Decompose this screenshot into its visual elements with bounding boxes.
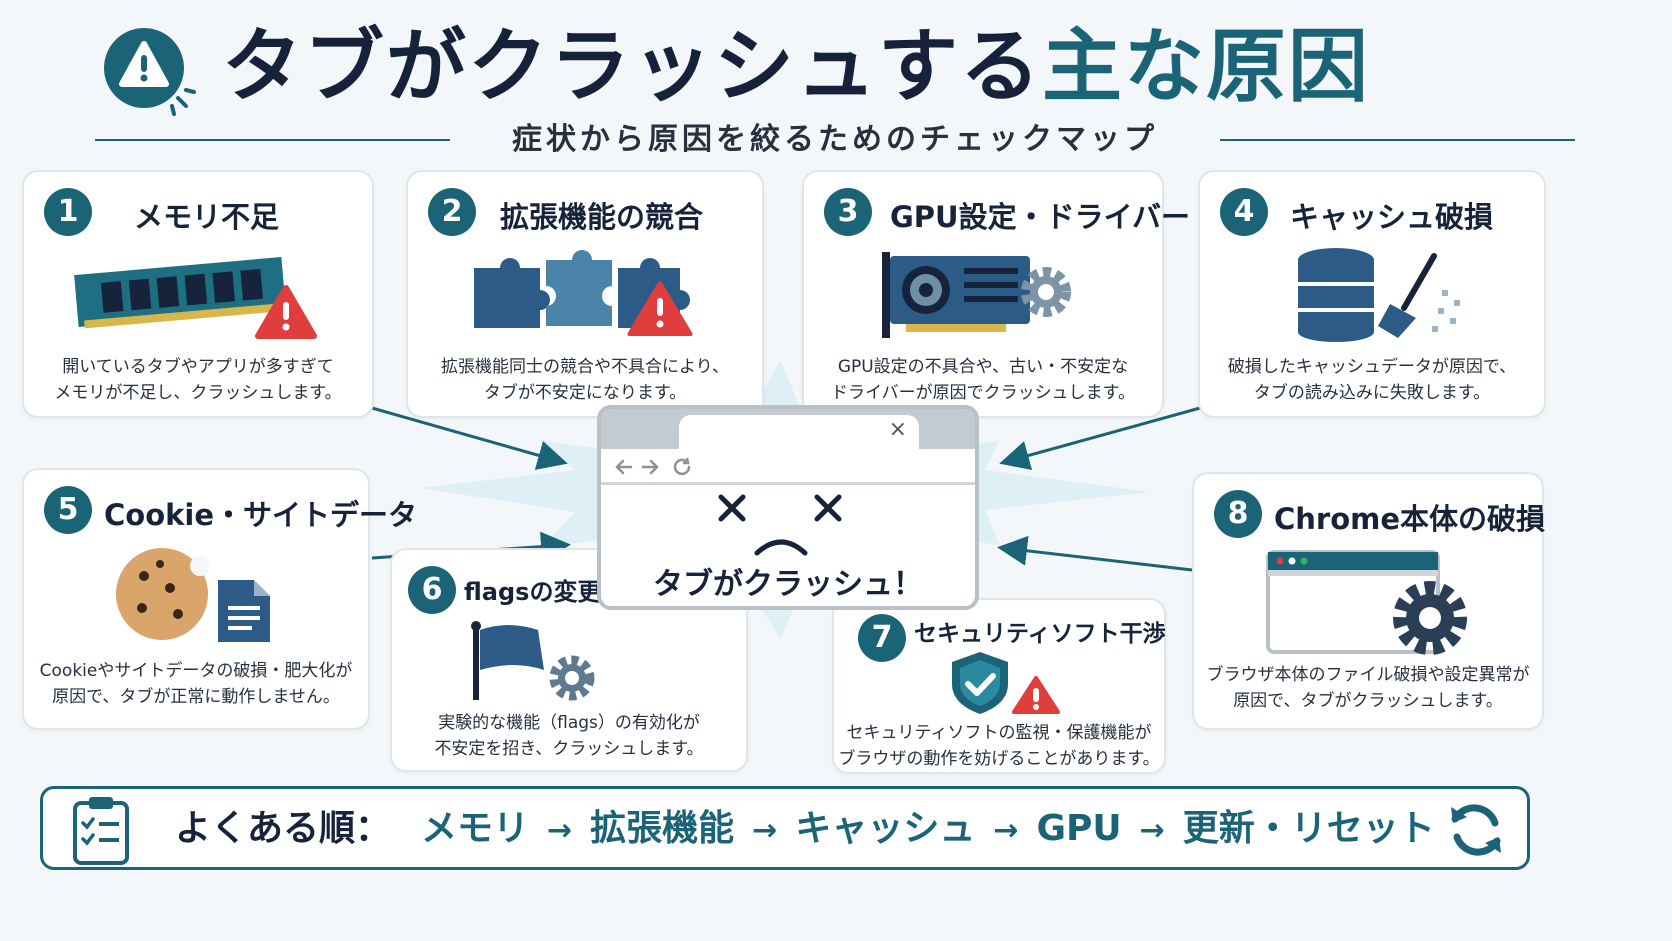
desc-line: メモリが不足し、クラッシュします。 xyxy=(54,383,342,403)
cause-title: セキュリティソフト干渉 xyxy=(914,621,1166,647)
back-arrow-icon[interactable] xyxy=(615,459,633,475)
checklist-icon xyxy=(73,797,129,865)
arrow-1 xyxy=(371,406,568,470)
cause-description: 拡張機能同士の競合や不具合により、 タブが不安定になります。 xyxy=(408,354,762,406)
cause-number: 8 xyxy=(1214,490,1262,538)
cause-title: メモリ不足 xyxy=(134,200,280,234)
cause-card-flags: 6 flagsの変更 実験的な機能（flags）の有効化が 不安定を招き、クラッ… xyxy=(390,548,748,772)
crash-label: タブがクラッシュ！ xyxy=(653,567,923,602)
order-arrow: → xyxy=(752,813,778,848)
cause-card-cache: 4 キャッシュ破損 破損したキャッシュデータが原因で、 タブの読み込みに失敗しま… xyxy=(1198,170,1546,418)
desc-line: 実験的な機能（flags）の有効化が xyxy=(438,713,700,733)
order-step: 拡張機能 xyxy=(590,808,735,849)
cause-number: 4 xyxy=(1220,188,1268,236)
cause-number: 2 xyxy=(428,188,476,236)
shield-check-icon xyxy=(952,652,1060,714)
cause-number: 5 xyxy=(44,486,92,534)
desc-line: タブの読み込みに失敗します。 xyxy=(1253,383,1491,403)
database-broom-icon xyxy=(1298,248,1460,342)
cause-title: Cookie・サイトデータ xyxy=(104,498,418,532)
desc-line: 開いているタブやアプリが多すぎて xyxy=(62,357,334,377)
subtitle-divider-left xyxy=(95,139,450,141)
order-arrow: → xyxy=(547,813,573,848)
cause-title: Chrome本体の破損 xyxy=(1274,502,1546,536)
cause-number: 6 xyxy=(408,566,456,614)
common-order-label: よくある順： xyxy=(175,808,392,849)
desc-line: 破損したキャッシュデータが原因で、 xyxy=(1227,357,1517,377)
cause-title: GPU設定・ドライバー xyxy=(890,200,1191,234)
browser-gear-icon xyxy=(1266,550,1467,655)
cause-description: 実験的な機能（flags）の有効化が 不安定を招き、クラッシュします。 xyxy=(392,710,746,762)
warning-triangle-icon xyxy=(104,28,196,116)
arrow-4 xyxy=(999,406,1201,471)
desc-line: Cookieやサイトデータの破損・肥大化が xyxy=(39,661,353,681)
title-main: タブがクラッシュする xyxy=(222,20,1042,113)
gpu-card-icon xyxy=(882,252,1071,338)
memory-module-icon xyxy=(74,257,317,339)
cause-number: 3 xyxy=(824,188,872,236)
cause-title: 拡張機能の競合 xyxy=(500,200,704,234)
desc-line: セキュリティソフトの監視・保護機能が xyxy=(846,723,1152,743)
desc-line: GPU設定の不具合や、古い・不安定な xyxy=(837,357,1129,377)
desc-line: 原因で、タブがクラッシュします。 xyxy=(1233,691,1503,711)
title-highlight: 主な原因 xyxy=(1042,20,1370,113)
cause-card-cookie: 5 Cookie・サイトデータ Cookieやサイトデータの破損・肥大化が 原因… xyxy=(22,468,417,730)
cause-card-chrome: 8 Chrome本体の破損 ブラウザ本体のファイル破損や設定異常が 原因で、タブ… xyxy=(1192,472,1546,730)
subtitle-divider-right xyxy=(1220,139,1575,141)
cause-description: Cookieやサイトデータの破損・肥大化が 原因で、タブが正常に動作しません。 xyxy=(24,658,368,710)
arrow-8 xyxy=(997,535,1193,572)
reload-icon[interactable] xyxy=(673,457,691,476)
desc-line: タブが不安定になります。 xyxy=(483,383,687,403)
desc-line: 拡張機能同士の競合や不具合により、 xyxy=(441,357,729,377)
order-step: キャッシュ xyxy=(795,808,976,849)
cause-description: GPU設定の不具合や、古い・不安定な ドライバーが原因でクラッシュします。 xyxy=(804,354,1162,406)
cookie-document-icon xyxy=(116,548,270,642)
order-arrow: → xyxy=(1139,813,1165,848)
refresh-icon xyxy=(1451,804,1501,856)
flag-gear-icon xyxy=(471,621,595,701)
cause-title: キャッシュ破損 xyxy=(1290,200,1494,234)
sad-face-icon xyxy=(718,494,842,556)
cause-description: 破損したキャッシュデータが原因で、 タブの読み込みに失敗します。 xyxy=(1200,354,1544,406)
desc-line: ブラウザの動作を妨げることがあります。 xyxy=(838,749,1160,769)
nav-buttons xyxy=(615,457,691,476)
subtitle-row: 症状から原因を絞るためのチェックマップ xyxy=(95,120,1575,160)
desc-line: 不安定を招き、クラッシュします。 xyxy=(434,739,704,759)
order-step: 更新・リセット xyxy=(1182,808,1435,849)
browser-tab-bar: × xyxy=(601,409,975,449)
close-icon[interactable]: × xyxy=(888,417,907,442)
page-title: タブがクラッシュする主な原因 xyxy=(222,12,1370,122)
cause-card-security: 7 セキュリティソフト干渉 セキュリティソフトの監視・保護機能が ブラウザの動作… xyxy=(832,598,1166,774)
page-subtitle: 症状から原因を絞るためのチェックマップ xyxy=(512,122,1158,157)
cause-title: flagsの変更 xyxy=(464,578,602,606)
cause-number: 1 xyxy=(44,188,92,236)
browser-tab[interactable]: × xyxy=(679,415,919,449)
order-step: メモリ xyxy=(421,808,530,849)
desc-line: ドライバーが原因でクラッシュします。 xyxy=(831,383,1135,403)
cause-card-extensions: 2 拡張機能の競合 拡張機能同士の競合や不具合により、 タブが不安定になります。 xyxy=(406,170,764,418)
desc-line: 原因で、タブが正常に動作しません。 xyxy=(52,687,340,707)
cause-number: 7 xyxy=(858,614,906,662)
cause-card-gpu: 3 GPU設定・ドライバー GPU設定の不具合や、古い・不安定な ドライバーが原… xyxy=(802,170,1190,418)
crashed-browser-window: × タブがクラッシュ！ xyxy=(597,405,979,610)
cause-description: 開いているタブやアプリが多すぎて メモリが不足し、クラッシュします。 xyxy=(24,354,372,406)
cause-card-memory: 1 メモリ不足 開いているタブやアプリが多すぎて メモリが不足し、クラッシュしま… xyxy=(22,170,374,418)
common-order-bar: よくある順： メモリ → 拡張機能 → キャッシュ → GPU → 更新・リセット xyxy=(40,786,1530,870)
forward-arrow-icon[interactable] xyxy=(641,459,659,475)
order-step: GPU xyxy=(1036,808,1122,849)
desc-line: ブラウザ本体のファイル破損や設定異常が xyxy=(1206,665,1530,685)
cause-description: ブラウザ本体のファイル破損や設定異常が 原因で、タブがクラッシュします。 xyxy=(1194,662,1542,714)
common-order-sequence: メモリ → 拡張機能 → キャッシュ → GPU → 更新・リセット xyxy=(421,805,1435,853)
puzzle-pieces-icon xyxy=(474,250,693,336)
order-arrow: → xyxy=(993,813,1019,848)
browser-address-bar xyxy=(601,449,975,485)
cause-description: セキュリティソフトの監視・保護機能が ブラウザの動作を妨げることがあります。 xyxy=(834,720,1164,772)
header: タブがクラッシュする主な原因 xyxy=(0,0,1672,140)
